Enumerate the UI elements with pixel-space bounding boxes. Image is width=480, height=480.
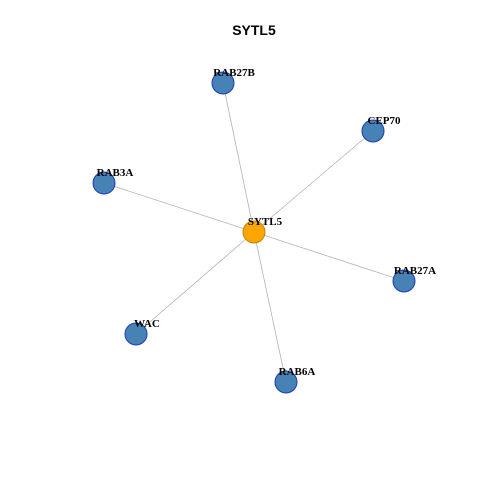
node-rab3a: RAB3A — [92, 167, 134, 195]
node-label: SYTL5 — [248, 216, 283, 228]
node-label: RAB27A — [394, 265, 436, 277]
node-rab27b: RAB27B — [211, 67, 255, 95]
node-circle — [242, 220, 266, 244]
node-circle — [361, 119, 385, 143]
edges-layer — [103, 82, 405, 383]
node-label: RAB27B — [213, 67, 255, 79]
node-circle — [392, 269, 416, 293]
node-circle — [211, 71, 235, 95]
node-circle — [92, 171, 116, 195]
node-cep70: CEP70 — [361, 115, 402, 143]
node-label: RAB6A — [279, 366, 316, 378]
edge-sytl5-rab27b — [222, 82, 255, 233]
hub-node-sytl5: SYTL5 — [242, 216, 283, 244]
node-rab6a: RAB6A — [274, 366, 316, 394]
edge-sytl5-wac — [135, 231, 255, 335]
node-circle — [124, 322, 148, 346]
node-label: RAB3A — [97, 167, 134, 179]
edge-sytl5-rab6a — [253, 231, 287, 383]
node-label: CEP70 — [368, 115, 402, 127]
node-wac: WAC — [124, 318, 160, 346]
node-label: WAC — [134, 318, 160, 330]
diagram-title: SYTL5 — [232, 22, 276, 38]
edge-sytl5-rab27a — [253, 231, 405, 282]
edge-sytl5-rab3a — [103, 182, 255, 233]
node-rab27a: RAB27A — [392, 265, 436, 293]
node-circle — [274, 370, 298, 394]
edge-sytl5-cep70 — [253, 130, 374, 233]
